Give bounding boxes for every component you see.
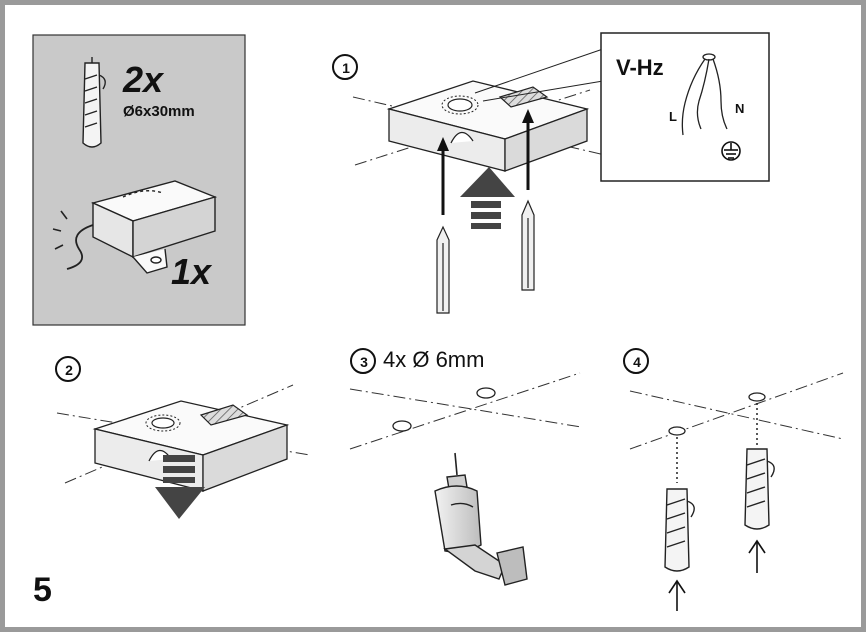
step4-circle [623, 348, 649, 374]
drill-icon [434, 452, 528, 586]
step3-caption: 4x Ø 6mm [383, 347, 485, 372]
live-wire-label: L [669, 109, 677, 124]
push-arrow-icon [668, 539, 766, 611]
box-quantity: 1x [171, 251, 212, 292]
step2-illustration [56, 384, 311, 519]
dowel-size: Ø6x30mm [123, 103, 195, 120]
step1-illustration [352, 48, 606, 314]
step4-illustration [629, 372, 844, 611]
step1-number: 1 [342, 60, 350, 76]
junction-box-icon [52, 180, 218, 274]
neutral-wire-label: N [735, 101, 745, 116]
wire-bundle-icon [681, 53, 728, 136]
step3-illustration [349, 372, 582, 586]
step4-number: 4 [633, 354, 641, 370]
wall-dowel-icon [82, 57, 106, 148]
dowel-quantity: 2x [123, 59, 164, 100]
step2-number: 2 [65, 362, 73, 378]
step3-circle [350, 348, 376, 374]
step2-circle [55, 356, 81, 382]
step3-number: 3 [360, 354, 368, 370]
figure-number: 5 [33, 571, 52, 609]
parts-panel [32, 34, 246, 326]
step1-circle [332, 54, 358, 80]
dowel-right-icon [744, 448, 775, 530]
illustration-canvas [32, 32, 844, 611]
dowel-left-icon [664, 488, 695, 572]
voltage-label: V-Hz [616, 55, 664, 80]
earth-ground-icon [721, 141, 741, 161]
wiring-callout [600, 32, 770, 182]
